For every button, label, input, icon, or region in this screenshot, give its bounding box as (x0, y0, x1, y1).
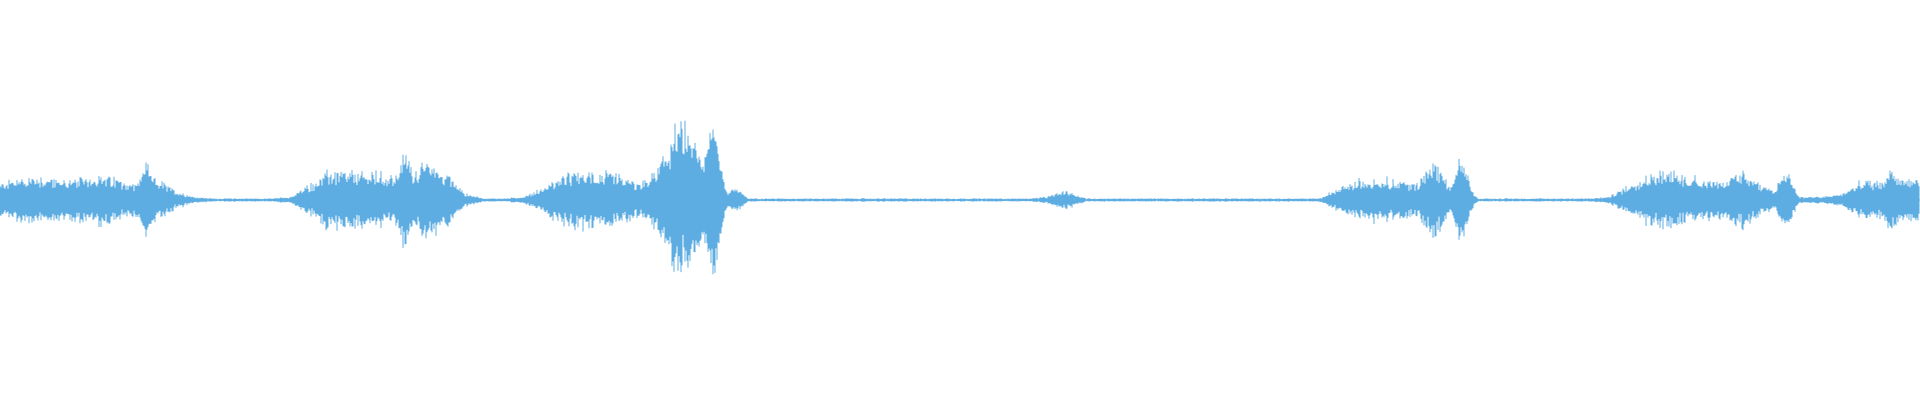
waveform-signal (0, 120, 1920, 275)
waveform-bars (0, 120, 1920, 275)
